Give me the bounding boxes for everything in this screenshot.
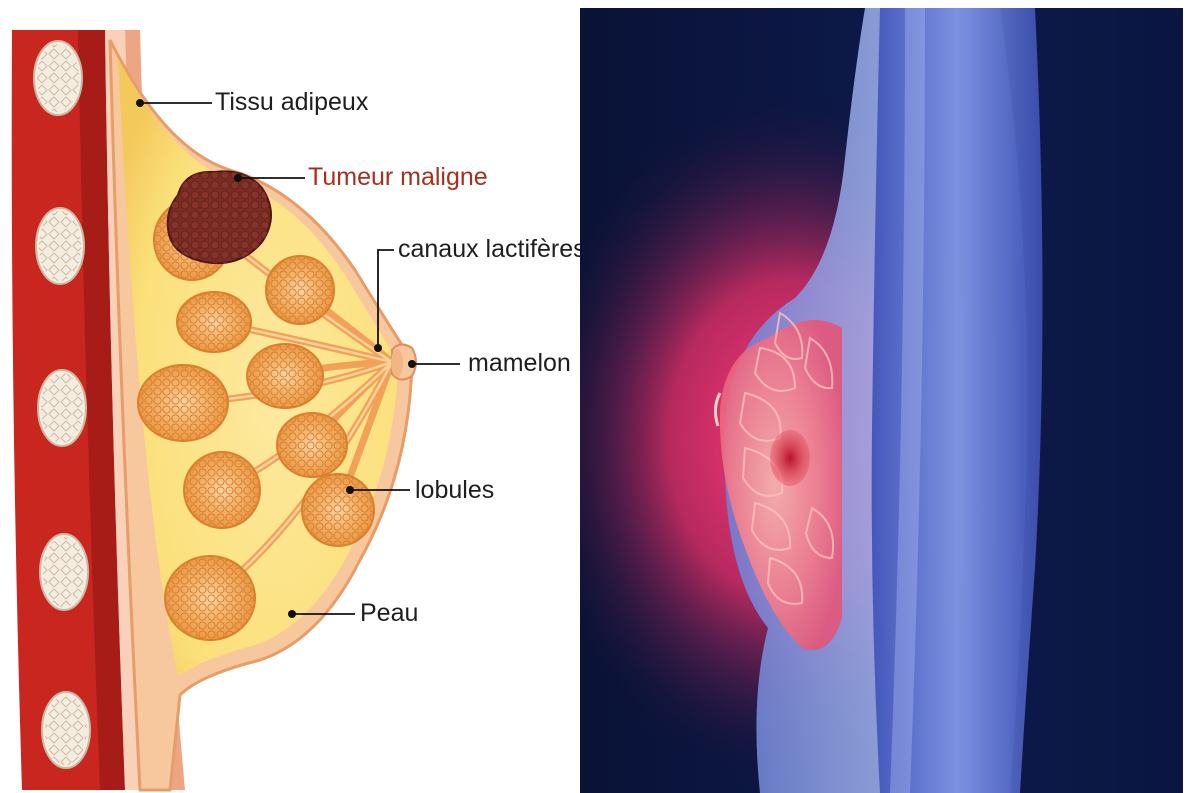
label-lactiferous-ducts: canaux lactifères bbox=[398, 237, 586, 262]
tumor-glow-icon bbox=[770, 430, 810, 486]
label-adipose-tissue: Tissu adipeux bbox=[215, 90, 368, 115]
label-nipple: mamelon bbox=[468, 351, 571, 376]
label-malignant-tumor: Tumeur maligne bbox=[308, 165, 488, 190]
label-lobules: lobules bbox=[415, 478, 494, 503]
tumor-icon bbox=[168, 171, 271, 263]
label-skin: Peau bbox=[360, 601, 418, 626]
breast-cross-section-diagram bbox=[0, 0, 580, 793]
body-render-image bbox=[580, 8, 1183, 793]
